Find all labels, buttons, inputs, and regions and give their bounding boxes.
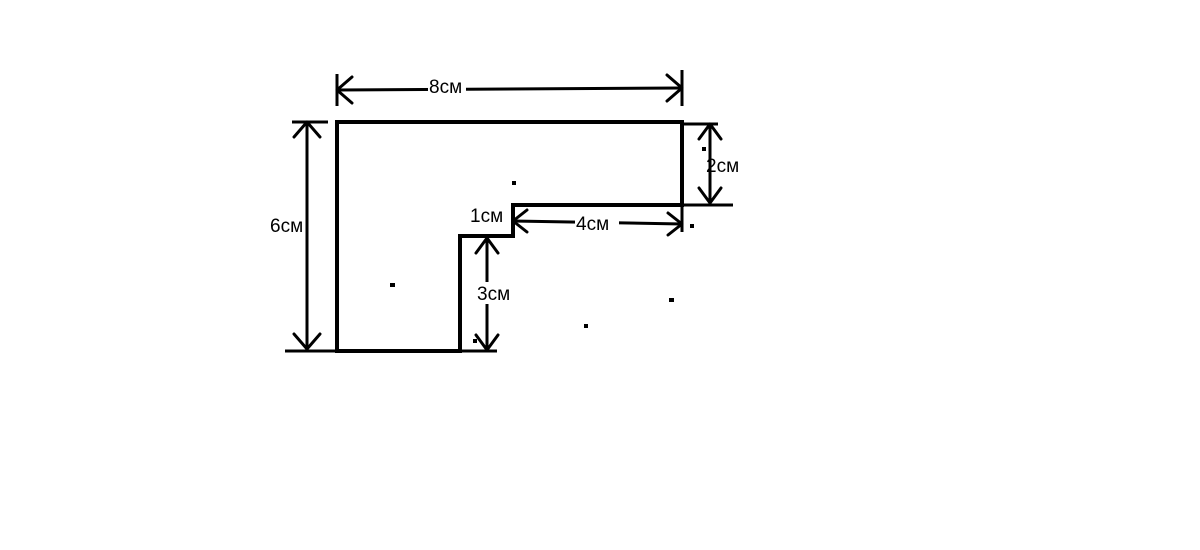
arrowhead-up-icon [474, 236, 500, 255]
arrowhead-right-icon [666, 211, 684, 237]
arrowhead-right-icon [665, 73, 684, 103]
label-bg [476, 282, 518, 304]
stray-dot [669, 298, 674, 302]
arrowhead-up-icon [292, 120, 322, 139]
label-bg [428, 75, 466, 97]
stray-dot [690, 224, 694, 228]
stray-dot [512, 181, 516, 185]
label-left-height: 6см [270, 216, 303, 237]
dimension-left-height [292, 120, 322, 351]
arrowhead-left-icon [511, 208, 529, 234]
arrowhead-left-icon [335, 75, 354, 105]
arrowhead-down-icon [697, 186, 723, 205]
stray-dot [702, 147, 706, 151]
dimension-top-width [335, 73, 684, 105]
label-small-step: 1см [470, 206, 503, 227]
stray-dot [473, 339, 477, 343]
arrowhead-down-icon [292, 332, 322, 351]
label-inner-width: 4см [576, 214, 609, 235]
arrowhead-down-icon [474, 333, 500, 352]
stray-dot [390, 283, 395, 287]
dimension-right-height [697, 122, 723, 205]
label-bg [575, 211, 619, 233]
label-inner-height: 3см [477, 284, 510, 305]
shape-outline [335, 120, 684, 353]
label-top-width: 8см [429, 77, 462, 98]
arrowhead-up-icon [697, 122, 723, 141]
label-right-step-height: 2см [706, 156, 739, 177]
stray-dot [584, 324, 588, 328]
